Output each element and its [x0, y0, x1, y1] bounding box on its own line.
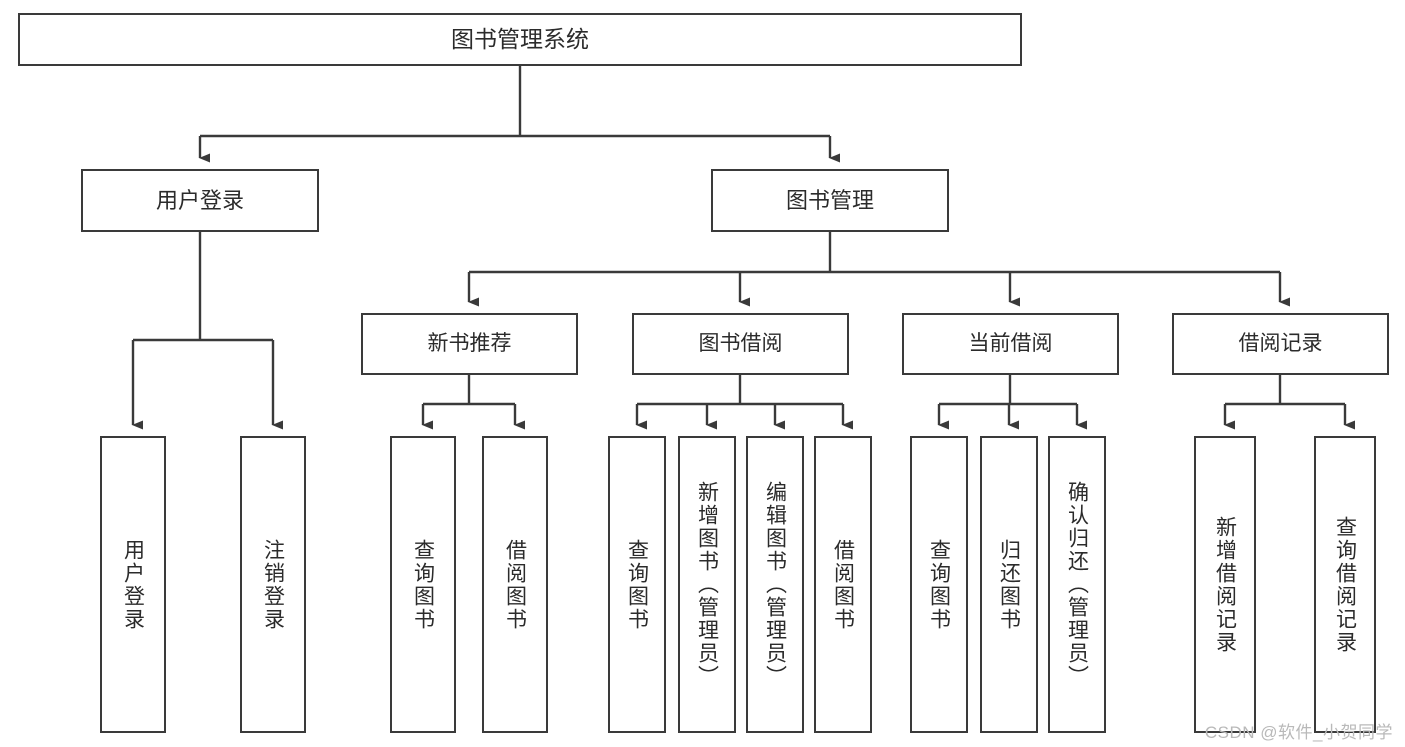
- node-current-borrow-label: 当前借阅: [968, 331, 1053, 355]
- node-leaf-add-record-label: 新增借阅记录: [1213, 515, 1237, 654]
- node-leaf-add-record[interactable]: 新增借阅记录: [1194, 436, 1256, 733]
- node-leaf-borrow-book-2-label: 借阅图书: [831, 538, 855, 631]
- node-leaf-query-book-3[interactable]: 查询图书: [910, 436, 968, 733]
- node-borrow-record[interactable]: 借阅记录: [1172, 313, 1389, 375]
- node-leaf-query-book-2-label: 查询图书: [625, 538, 649, 631]
- node-leaf-query-book-2[interactable]: 查询图书: [608, 436, 666, 733]
- node-leaf-query-book-1[interactable]: 查询图书: [390, 436, 456, 733]
- node-leaf-user-login[interactable]: 用户登录: [100, 436, 166, 733]
- node-leaf-borrow-book-2[interactable]: 借阅图书: [814, 436, 872, 733]
- wire-root-to-level1: [198, 66, 840, 163]
- node-book-manage-label: 图书管理: [785, 187, 874, 213]
- wire-borrow-record-to-leaves: [1223, 375, 1355, 430]
- node-borrow-record-label: 借阅记录: [1238, 331, 1323, 355]
- node-leaf-borrow-book-1-label: 借阅图书: [503, 538, 527, 631]
- node-leaf-edit-book[interactable]: 编辑图书（管理员）: [746, 436, 804, 733]
- node-book-borrow[interactable]: 图书借阅: [632, 313, 849, 375]
- wire-book-manage-to-level2: [467, 232, 1290, 307]
- node-leaf-borrow-book-1[interactable]: 借阅图书: [482, 436, 548, 733]
- node-current-borrow[interactable]: 当前借阅: [902, 313, 1119, 375]
- node-leaf-query-book-3-label: 查询图书: [927, 538, 951, 631]
- node-leaf-query-book-1-label: 查询图书: [411, 538, 435, 631]
- node-root[interactable]: 图书管理系统: [18, 13, 1022, 66]
- node-leaf-edit-book-label: 编辑图书（管理员）: [763, 481, 787, 688]
- node-leaf-return-book[interactable]: 归还图书: [980, 436, 1038, 733]
- csdn-watermark: CSDN @软件_小贺同学: [1204, 723, 1393, 742]
- node-leaf-return-book-label: 归还图书: [997, 538, 1021, 631]
- node-leaf-confirm-return-label: 确认归还（管理员）: [1065, 481, 1089, 688]
- node-leaf-query-record[interactable]: 查询借阅记录: [1314, 436, 1376, 733]
- node-book-manage[interactable]: 图书管理: [711, 169, 949, 232]
- node-user-login[interactable]: 用户登录: [81, 169, 319, 232]
- node-leaf-query-record-label: 查询借阅记录: [1333, 515, 1357, 654]
- wire-book-borrow-to-leaves: [635, 375, 853, 430]
- node-leaf-confirm-return[interactable]: 确认归还（管理员）: [1048, 436, 1106, 733]
- node-new-book-recommend-label: 新书推荐: [427, 331, 512, 355]
- node-leaf-logout-label: 注销登录: [261, 538, 285, 631]
- wire-user-login-to-leaves: [131, 232, 283, 430]
- node-root-label: 图书管理系统: [451, 25, 589, 52]
- node-new-book-recommend[interactable]: 新书推荐: [361, 313, 578, 375]
- wire-current-borrow-to-leaves: [937, 375, 1087, 430]
- node-leaf-user-login-label: 用户登录: [121, 538, 145, 631]
- node-leaf-add-book-label: 新增图书（管理员）: [695, 481, 719, 688]
- node-leaf-add-book[interactable]: 新增图书（管理员）: [678, 436, 736, 733]
- node-user-login-label: 用户登录: [155, 187, 244, 213]
- node-leaf-logout[interactable]: 注销登录: [240, 436, 306, 733]
- node-book-borrow-label: 图书借阅: [698, 331, 783, 355]
- wire-new-book-recommend-to-leaves: [421, 375, 525, 430]
